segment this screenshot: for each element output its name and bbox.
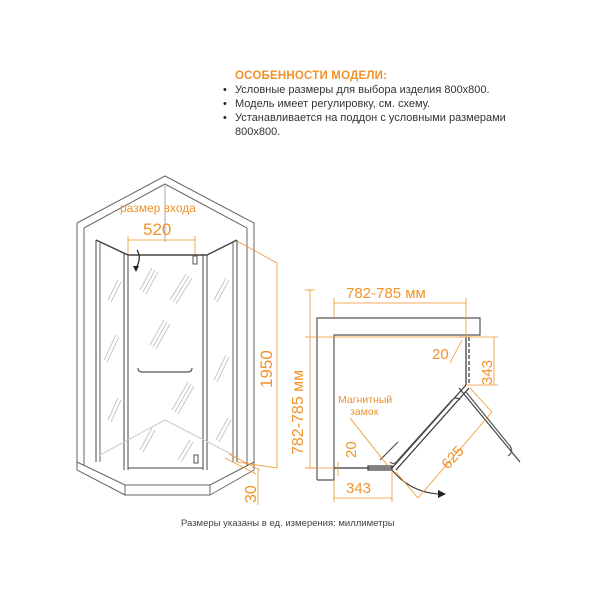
tray-height-value: 30 bbox=[243, 485, 260, 503]
magnet-label-line2: замок bbox=[350, 406, 379, 418]
features-title: ОСОБЕННОСТИ МОДЕЛИ: bbox=[235, 70, 388, 82]
front-view bbox=[76, 175, 255, 496]
feature-item: Условные размеры для выбора изделия 800х… bbox=[222, 83, 552, 97]
side-panel-bottom-value: 343 bbox=[346, 480, 371, 497]
magnet-label-line1: Магнитный bbox=[338, 394, 392, 406]
plan-width-value: 782-785 мм bbox=[346, 285, 426, 302]
gap-top-value: 20 bbox=[432, 346, 449, 363]
entry-size-label: размер входа bbox=[120, 201, 196, 215]
height-value: 1950 bbox=[257, 350, 276, 388]
entry-width-value: 520 bbox=[143, 220, 171, 239]
features-list: Условные размеры для выбора изделия 800х… bbox=[222, 83, 552, 139]
feature-item: Модель имеет регулировку, см. схему. bbox=[222, 97, 552, 111]
model-features: ОСОБЕННОСТИ МОДЕЛИ: Условные размеры для… bbox=[222, 70, 552, 139]
gap-bottom-value: 20 bbox=[343, 441, 360, 458]
plan-dimensions bbox=[305, 298, 498, 502]
door-width-value: 625 bbox=[438, 443, 467, 473]
depth-value: 782-785 мм bbox=[290, 370, 307, 455]
side-panel-top-value: 343 bbox=[479, 360, 496, 385]
feature-item: Устанавливается на поддон с условными ра… bbox=[222, 111, 552, 139]
units-note: Размеры указаны в ед. измерения: миллиме… bbox=[181, 518, 395, 529]
plan-view bbox=[316, 317, 521, 498]
